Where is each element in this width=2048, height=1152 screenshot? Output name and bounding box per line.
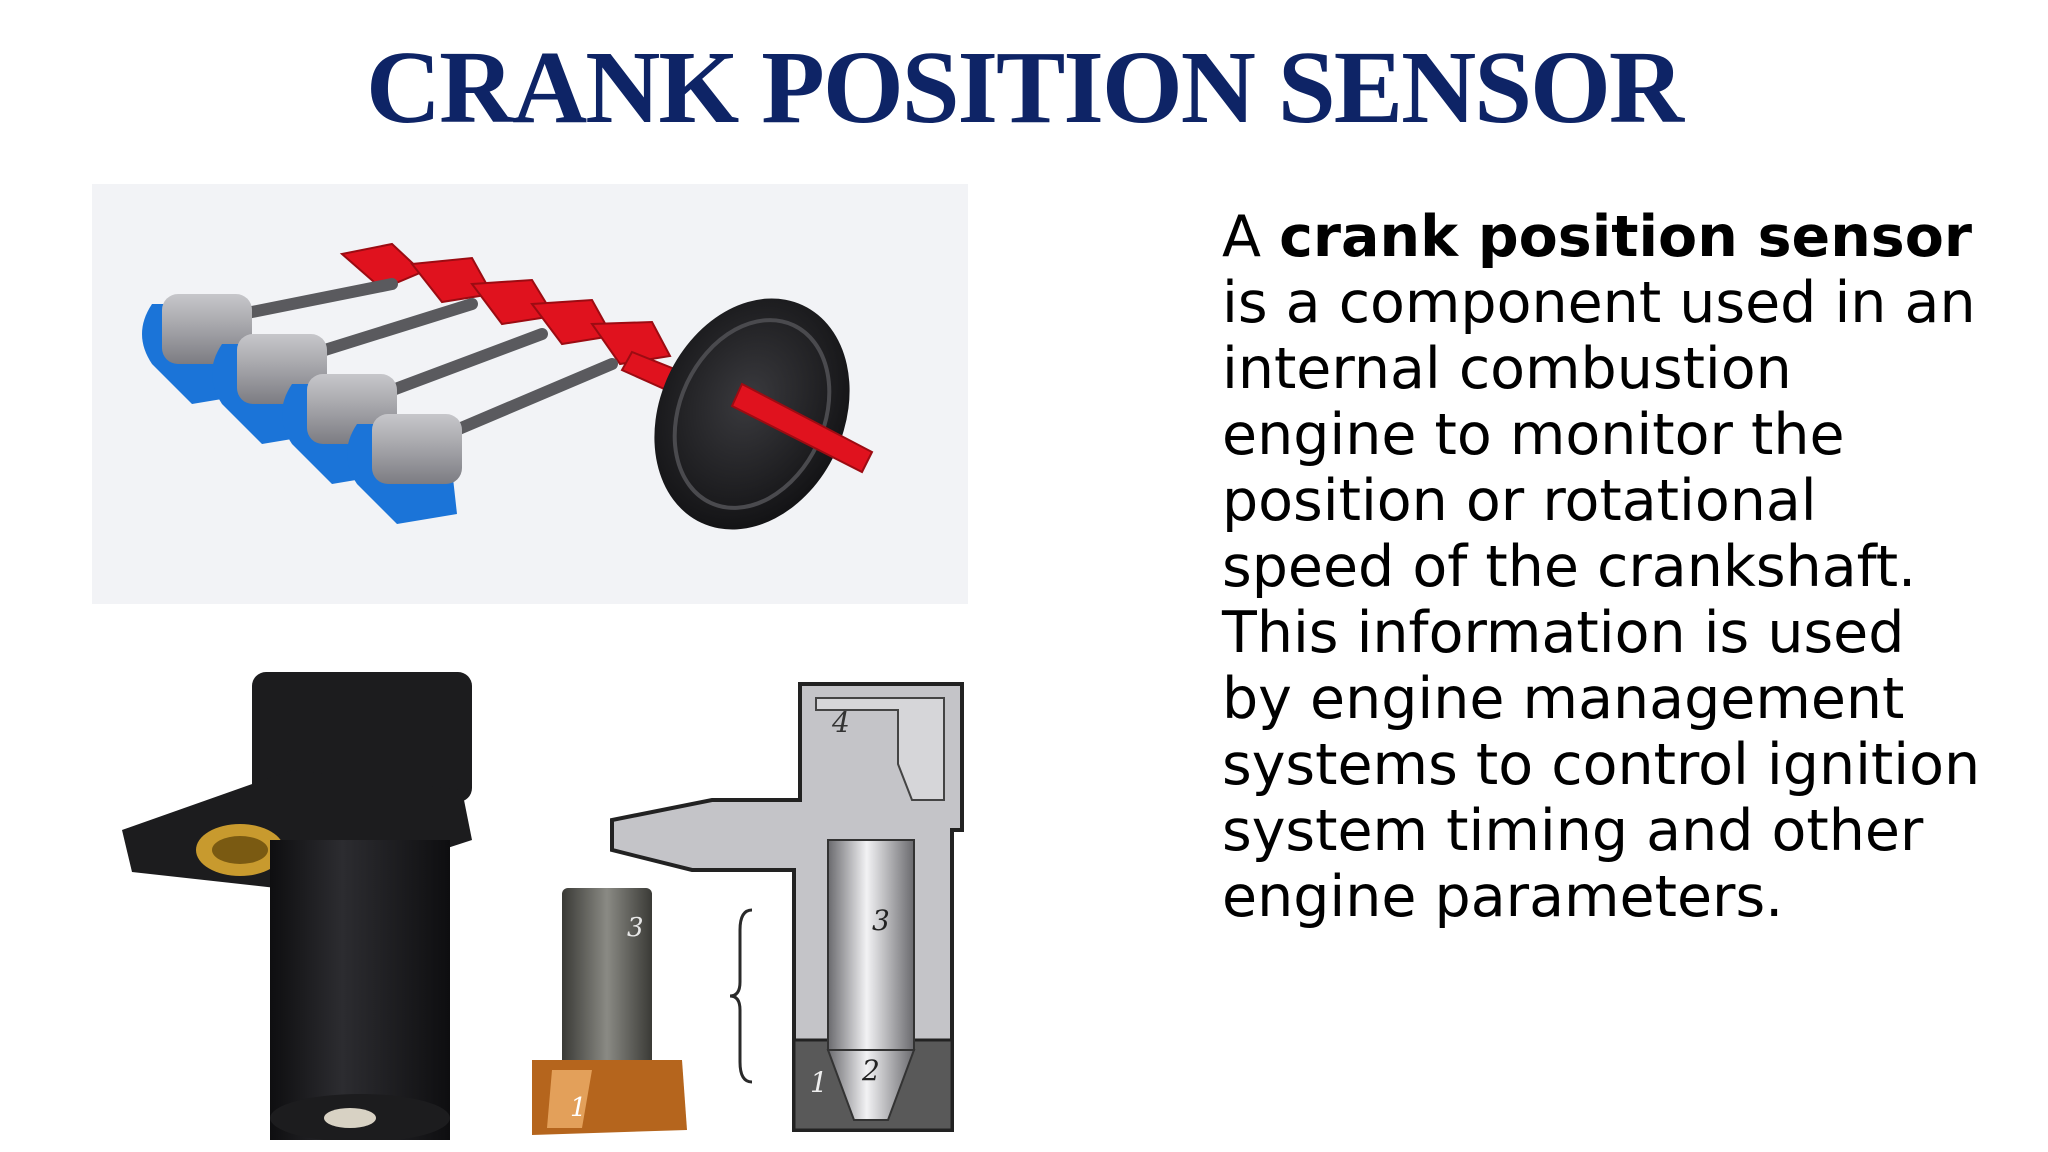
body-text: is a component used in an internal combu… [1222,270,1981,930]
sensor-image: 3 1 4 3 2 1 [92,640,1012,1140]
body-prefix: A [1222,204,1280,270]
title-word: POSITION [761,30,1256,145]
body-paragraph: A crank position sensor is a component u… [1222,204,1982,930]
sensor-photo [122,672,472,1140]
body-key-term: crank position sensor [1279,204,1972,270]
label-2-diagram: 2 [861,1054,880,1087]
label-1-photo: 1 [570,1093,587,1123]
crankshaft-illustration [142,242,874,530]
label-3-diagram: 3 [872,904,890,937]
label-4-diagram: 4 [831,706,850,739]
label-3-photo: 3 [627,913,644,943]
title-word: CRANK [365,30,739,145]
label-1-diagram: 1 [810,1066,828,1099]
sensor-illustration: 3 1 4 3 2 1 [122,672,964,1140]
crankshaft-image [92,184,968,604]
title-word: SENSOR [1277,30,1684,145]
